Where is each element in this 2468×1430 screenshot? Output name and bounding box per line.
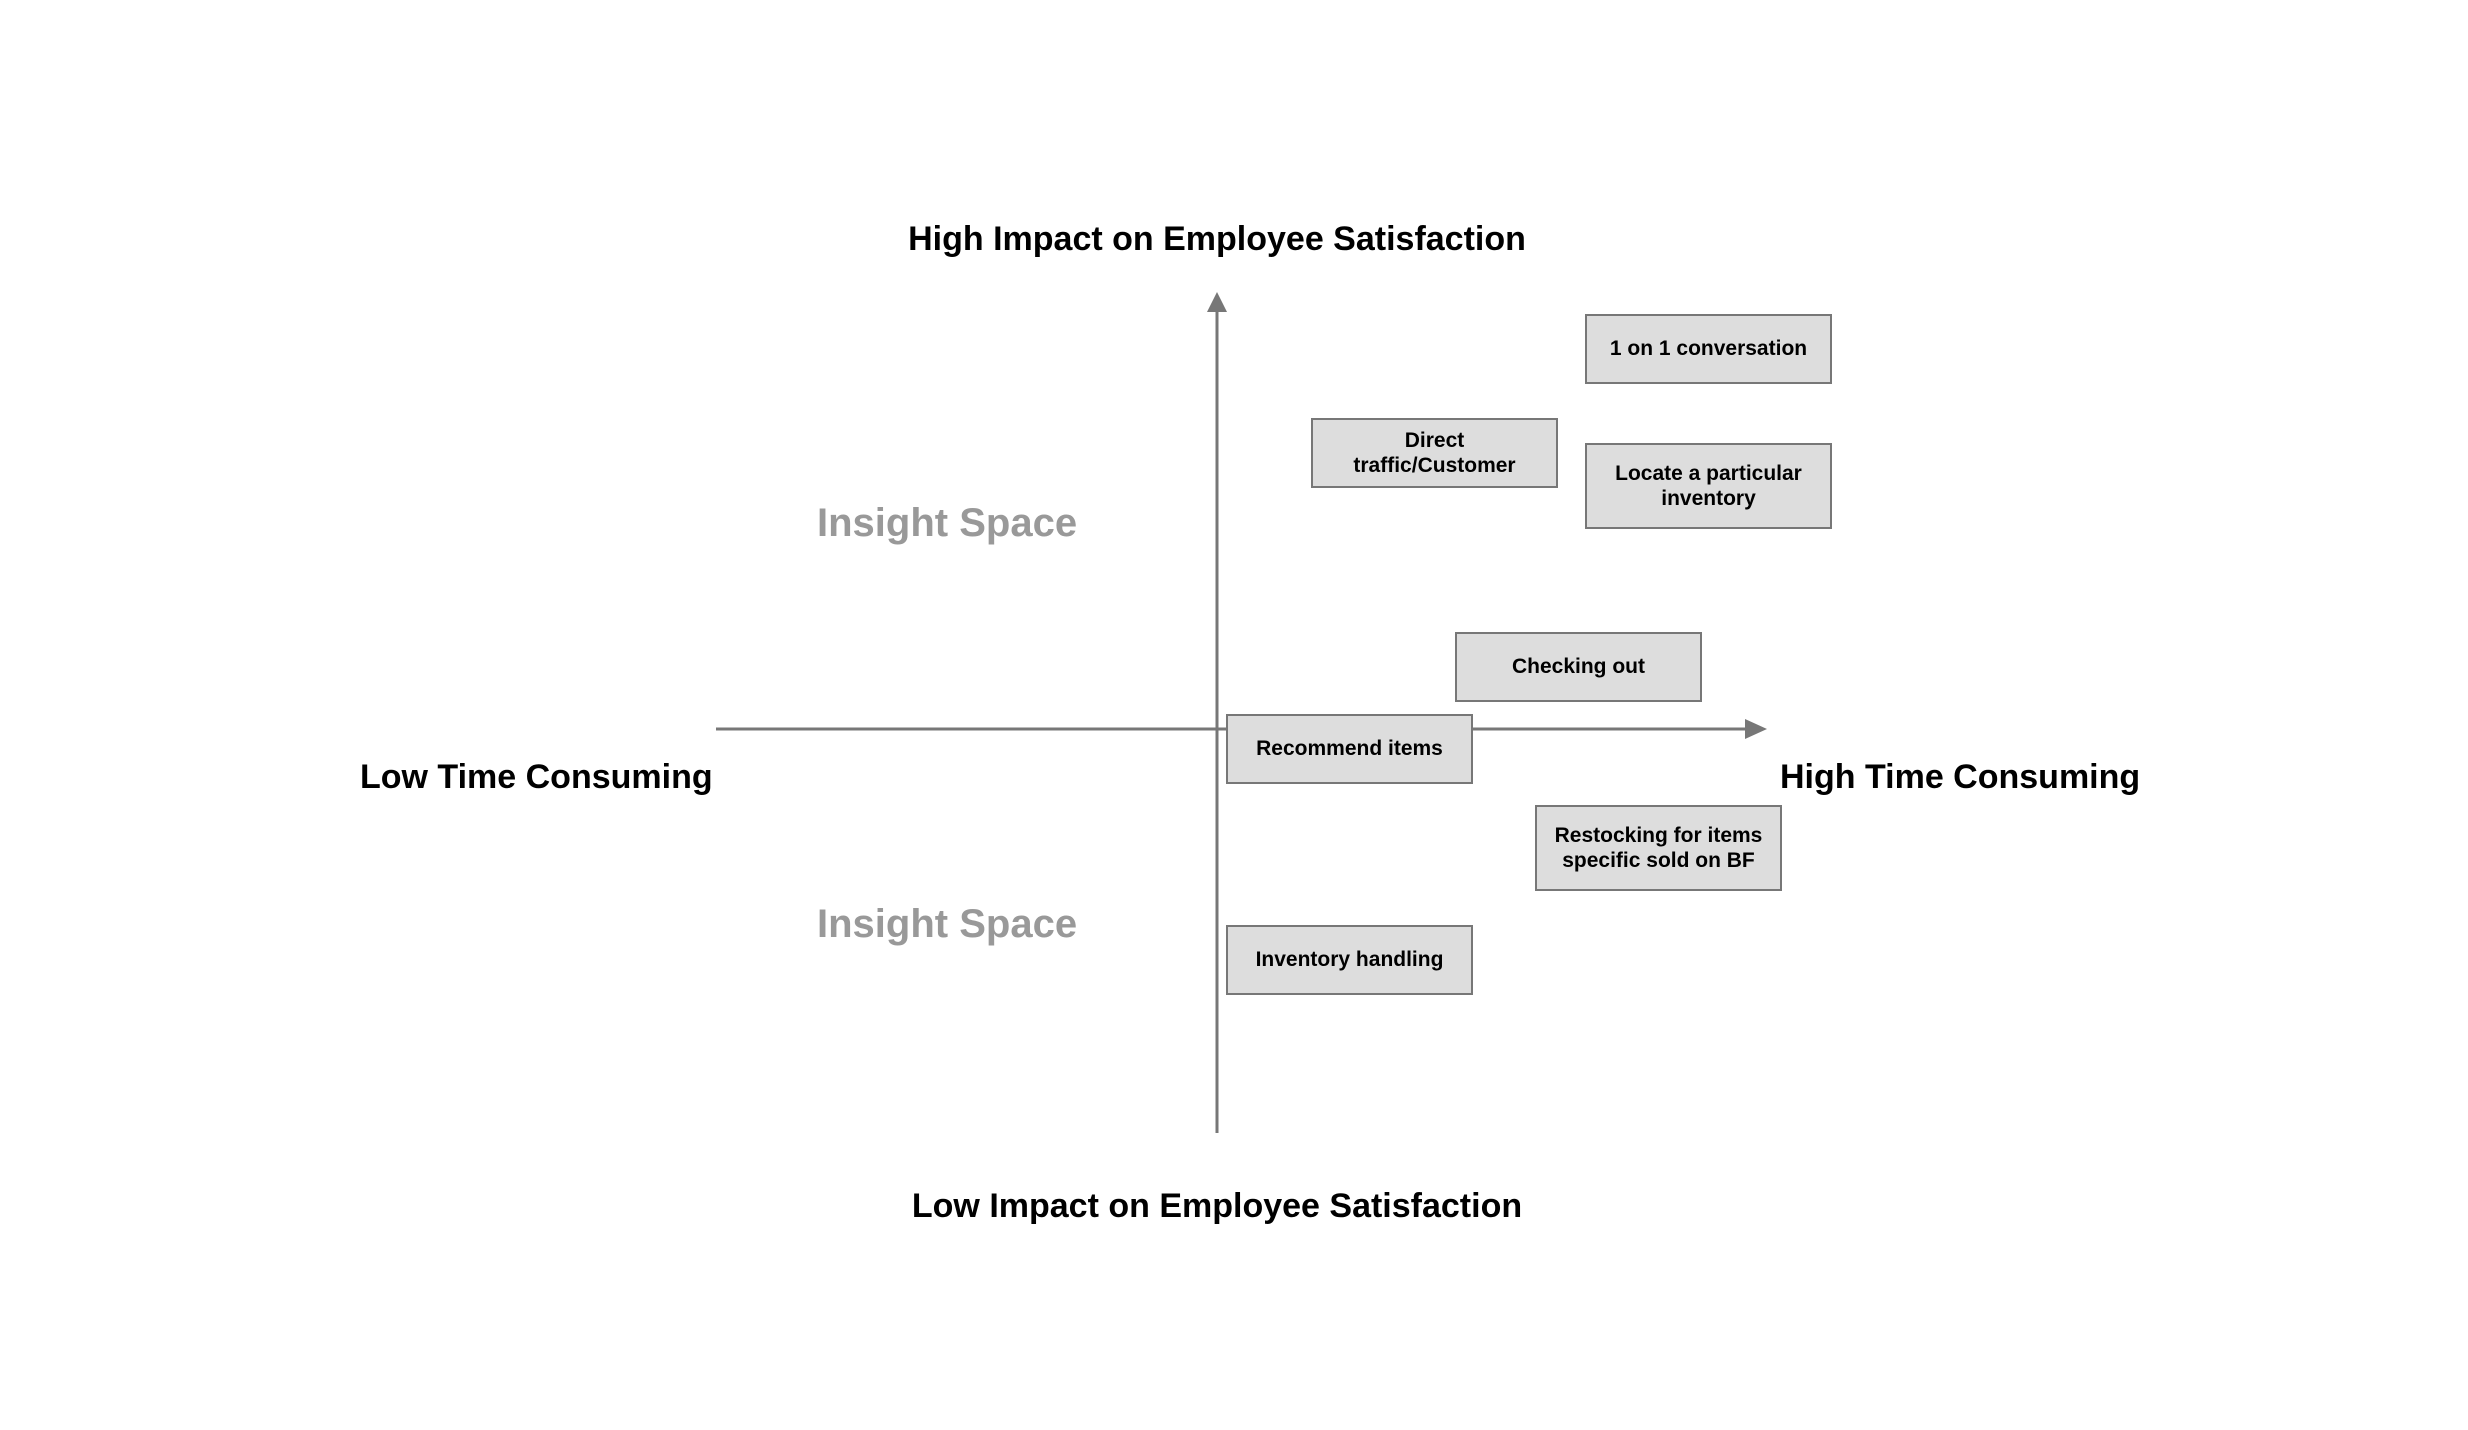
axis-label-high-impact: High Impact on Employee Satisfaction [908, 220, 1526, 258]
item-recommend-items: Recommend items [1226, 714, 1473, 784]
item-checking-out: Checking out [1455, 632, 1702, 702]
axis-label-low-impact: Low Impact on Employee Satisfaction [911, 1187, 1523, 1225]
horizontal-axis-arrowhead [1745, 719, 1767, 739]
item-inventory-handling: Inventory handling [1226, 925, 1473, 995]
item-direct-traffic-customer: Direct traffic/Customer [1311, 418, 1558, 488]
insight-space-upper-label: Insight Space [817, 501, 1078, 545]
item-locate-inventory: Locate a particular inventory [1585, 443, 1832, 529]
item-one-on-one-conversation: 1 on 1 conversation [1585, 314, 1832, 384]
axis-label-low-time: Low Time Consuming [360, 758, 713, 796]
vertical-axis-arrowhead [1207, 292, 1227, 312]
axis-label-high-time: High Time Consuming [1780, 758, 2141, 796]
item-restocking-bf: Restocking for items specific sold on BF [1535, 805, 1782, 891]
insight-space-lower-label: Insight Space [817, 902, 1078, 946]
